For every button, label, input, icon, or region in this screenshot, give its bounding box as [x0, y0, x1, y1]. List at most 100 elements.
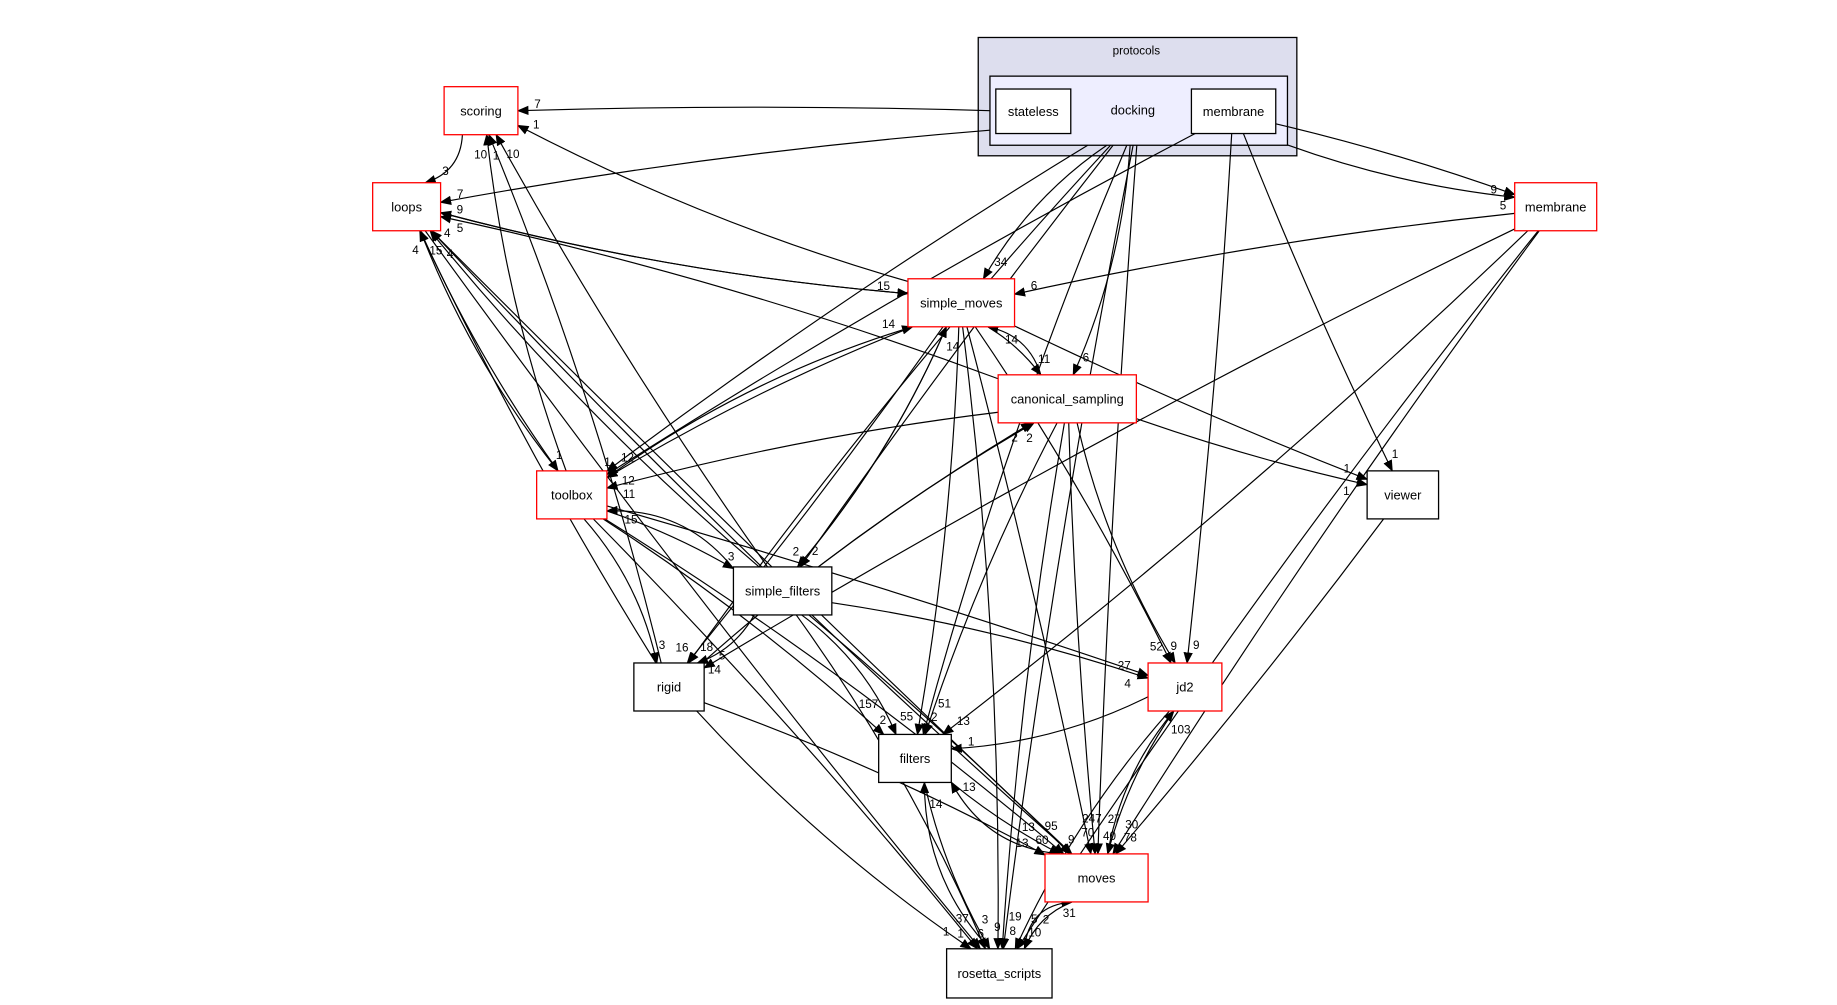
edge-simple-moves-to-scoring[interactable]: [516, 124, 909, 283]
node-stateless[interactable]: stateless: [995, 88, 1072, 135]
edge-simple-moves-to-filters[interactable]: [914, 326, 960, 736]
node-viewer[interactable]: viewer: [1366, 470, 1440, 520]
edge-toolbox-to-scoring[interactable]: [483, 133, 567, 472]
edge-count-label[interactable]: 13: [963, 781, 976, 794]
edge-membrane-in-to-viewer[interactable]: [1242, 133, 1393, 472]
edge-count-label[interactable]: 14: [929, 798, 943, 811]
edge-count-label[interactable]: 247: [1082, 812, 1102, 825]
edge-count-label[interactable]: 157: [859, 698, 879, 711]
edge-moves-to-filters[interactable]: [950, 781, 1061, 855]
edge-docking-to-toolbox[interactable]: [605, 144, 1089, 472]
edge-count-label[interactable]: 3: [982, 914, 989, 927]
node-rosetta-scripts[interactable]: rosetta_scripts: [945, 948, 1053, 999]
edge-toolbox-to-moves[interactable]: [604, 518, 1065, 855]
edge-count-label[interactable]: 1: [1343, 485, 1350, 498]
edge-count-label[interactable]: 3: [728, 550, 735, 563]
edge-count-label[interactable]: 12: [622, 474, 635, 487]
node-canonical-sampling[interactable]: canonical_sampling: [997, 374, 1138, 424]
edge-count-label[interactable]: 95: [1045, 820, 1059, 833]
edge-toolbox-to-loops[interactable]: [419, 229, 559, 472]
edge-simple-filters-to-filters[interactable]: [801, 614, 897, 736]
edge-toolbox-to-rigid[interactable]: [583, 518, 660, 665]
edge-membrane-in-to-jd2[interactable]: [1183, 133, 1233, 665]
edge-membrane-to-moves[interactable]: [1112, 230, 1540, 855]
edge-count-label[interactable]: 11: [1038, 353, 1050, 366]
edge-count-label[interactable]: 4: [412, 244, 419, 257]
edge-count-label[interactable]: 15: [429, 245, 443, 258]
edge-count-label[interactable]: 1: [493, 149, 500, 162]
edge-count-label[interactable]: 9: [457, 203, 464, 216]
edge-docking-to-scoring[interactable]: [516, 105, 990, 116]
edge-count-label[interactable]: 1: [1344, 463, 1351, 476]
edge-docking-to-filters[interactable]: [921, 145, 1128, 736]
edge-membrane-to-rosetta-scripts[interactable]: [1016, 230, 1539, 950]
edge-count-label[interactable]: 40: [1103, 830, 1117, 843]
edge-count-label[interactable]: 9: [994, 921, 1001, 934]
edge-count-label[interactable]: 13: [1015, 837, 1028, 850]
edge-count-label[interactable]: 27: [1118, 659, 1131, 672]
node-loops[interactable]: loops: [372, 182, 442, 232]
edge-count-label[interactable]: 5: [1500, 199, 1507, 212]
edge-count-label[interactable]: 1: [943, 926, 950, 939]
edge-count-label[interactable]: 14: [708, 664, 722, 677]
edge-count-label[interactable]: 9: [1490, 184, 1497, 197]
edge-count-label[interactable]: 4: [447, 248, 454, 261]
edge-count-label[interactable]: 37: [956, 913, 969, 926]
edge-docking-to-moves[interactable]: [1093, 145, 1138, 856]
edge-count-label[interactable]: 16: [675, 642, 688, 655]
edge-count-label[interactable]: 2: [793, 546, 800, 559]
node-simple-filters[interactable]: simple_filters: [732, 566, 833, 616]
edge-toolbox-to-filters[interactable]: [602, 518, 885, 736]
edge-simple-moves-to-simple-filters[interactable]: [796, 326, 947, 568]
node-scoring[interactable]: scoring: [443, 86, 519, 136]
edge-simple-moves-to-rosetta-scripts[interactable]: [962, 326, 1003, 950]
edge-rigid-to-rosetta-scripts[interactable]: [696, 710, 972, 950]
edge-simple-filters-to-simple-moves[interactable]: [797, 325, 947, 568]
edge-count-label[interactable]: 12: [621, 452, 634, 465]
edge-count-label[interactable]: 78: [1124, 832, 1137, 845]
edge-membrane-to-simple-moves[interactable]: [1013, 212, 1515, 297]
edge-count-label[interactable]: 1: [1392, 448, 1399, 461]
edge-canonical-sampling-to-loops[interactable]: [439, 214, 999, 380]
edge-simple-filters-to-loops[interactable]: [429, 229, 760, 568]
edge-count-label[interactable]: 14: [946, 341, 960, 354]
edge-simple-filters-to-scoring[interactable]: [495, 133, 769, 568]
edge-count-label[interactable]: 27: [1108, 813, 1121, 826]
edge-toolbox-to-simple-moves[interactable]: [606, 325, 914, 479]
edge-count-label[interactable]: 5: [1031, 913, 1038, 926]
node-moves[interactable]: moves: [1044, 853, 1149, 903]
edge-rigid-to-scoring[interactable]: [488, 133, 662, 664]
edge-count-label[interactable]: 5: [719, 650, 726, 663]
edge-count-label[interactable]: 1: [556, 449, 563, 462]
edge-count-label[interactable]: 9: [1170, 640, 1177, 653]
node-membrane[interactable]: membrane: [1514, 182, 1598, 232]
edge-count-label[interactable]: 2: [880, 714, 887, 727]
edge-docking-to-canonical-sampling[interactable]: [1072, 145, 1131, 376]
edge-count-label[interactable]: 70: [1081, 827, 1095, 840]
edge-count-label[interactable]: 11: [623, 488, 635, 501]
edge-simple-moves-to-moves[interactable]: [966, 326, 1094, 856]
edge-count-label[interactable]: 9: [1193, 639, 1200, 652]
node-jd2[interactable]: jd2: [1147, 662, 1223, 712]
edge-canonical-sampling-to-toolbox[interactable]: [605, 411, 999, 490]
edge-count-label[interactable]: 4: [444, 227, 451, 240]
edge-loops-to-toolbox[interactable]: [419, 230, 559, 472]
edge-count-label[interactable]: 10: [1028, 927, 1042, 940]
edge-membrane-in-to-membrane[interactable]: [1275, 123, 1516, 196]
edge-filters-to-rosetta-scripts[interactable]: [923, 782, 991, 950]
edge-count-label[interactable]: 2: [812, 545, 819, 558]
node-filters[interactable]: filters: [878, 733, 952, 784]
edge-rigid-to-canonical-sampling[interactable]: [701, 422, 1036, 664]
edge-toolbox-to-rosetta-scripts[interactable]: [592, 518, 979, 950]
edge-filters-to-moves[interactable]: [950, 781, 1062, 855]
edge-count-label[interactable]: 9: [1068, 834, 1075, 847]
edge-count-label[interactable]: 13: [957, 715, 970, 728]
edge-count-label[interactable]: 18: [700, 641, 713, 654]
edge-count-label[interactable]: 1: [533, 119, 540, 132]
edge-count-label[interactable]: 6: [1083, 352, 1090, 365]
edge-count-label[interactable]: 2: [1011, 432, 1018, 445]
edge-count-label[interactable]: 10: [474, 148, 488, 161]
edge-jd2-to-moves[interactable]: [1105, 710, 1175, 856]
edge-toolbox-to-jd2[interactable]: [606, 505, 1150, 677]
edge-count-label[interactable]: 30: [1125, 818, 1139, 831]
